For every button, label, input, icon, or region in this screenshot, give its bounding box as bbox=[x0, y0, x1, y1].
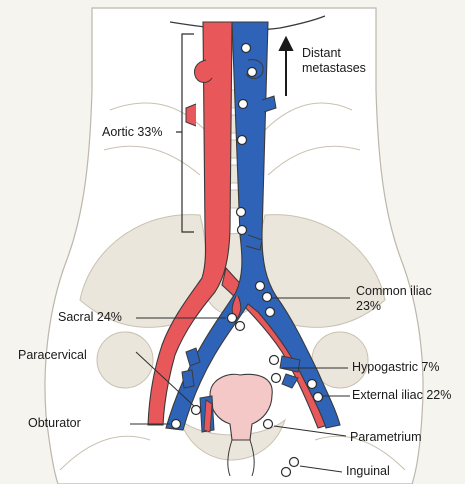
label-aortic: Aortic 33% bbox=[102, 125, 162, 140]
node-parametrium bbox=[264, 420, 273, 429]
node-obturator bbox=[172, 420, 181, 429]
label-distant-line2: metastases bbox=[302, 61, 366, 75]
node-paracervical bbox=[192, 406, 201, 415]
node-aortic bbox=[239, 100, 248, 109]
node-external-iliac bbox=[314, 393, 323, 402]
node-aortic bbox=[242, 44, 251, 53]
node-external-iliac bbox=[308, 380, 317, 389]
node-hypogastric bbox=[272, 374, 281, 383]
node-inguinal bbox=[282, 468, 291, 477]
label-sacral: Sacral 24% bbox=[58, 310, 122, 325]
node-inguinal bbox=[290, 458, 299, 467]
label-external-iliac: External iliac 22% bbox=[352, 388, 451, 403]
label-common-iliac-line1: Common iliac bbox=[356, 284, 432, 298]
node-hypogastric bbox=[270, 356, 279, 365]
label-paracervical: Paracervical bbox=[18, 348, 87, 363]
label-distant-line1: Distant bbox=[302, 46, 341, 60]
node-sacral bbox=[228, 314, 237, 323]
label-hypogastric: Hypogastric 7% bbox=[352, 360, 440, 375]
node-aortic bbox=[248, 68, 257, 77]
label-common-iliac-line2: 23% bbox=[356, 299, 381, 313]
node-common-iliac bbox=[263, 293, 272, 302]
node-aortic bbox=[238, 226, 247, 235]
label-obturator: Obturator bbox=[28, 416, 81, 431]
gonadal-vessel bbox=[186, 104, 196, 126]
label-distant: Distant metastases bbox=[302, 46, 366, 76]
node-common-iliac bbox=[266, 308, 275, 317]
node-aortic bbox=[238, 136, 247, 145]
node-common-iliac bbox=[256, 282, 265, 291]
label-inguinal: Inguinal bbox=[346, 464, 390, 479]
label-common-iliac: Common iliac 23% bbox=[356, 284, 432, 314]
node-aortic bbox=[237, 208, 246, 217]
label-parametrium: Parametrium bbox=[350, 430, 422, 445]
node-sacral bbox=[236, 322, 245, 331]
